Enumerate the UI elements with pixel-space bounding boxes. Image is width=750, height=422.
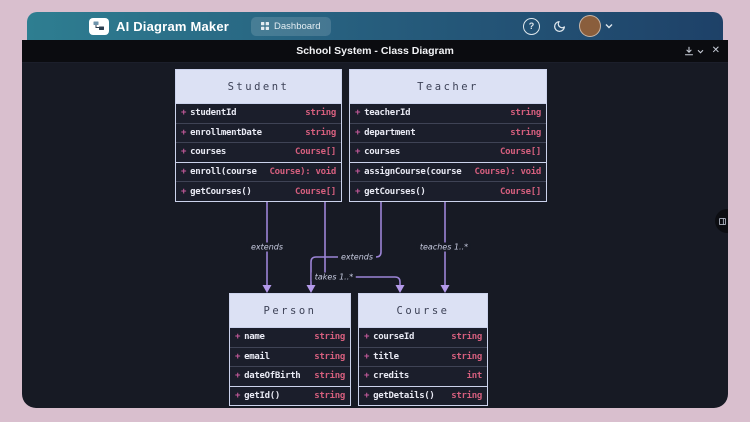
- help-glyph: ?: [528, 21, 535, 31]
- class-title: Teacher: [350, 70, 546, 104]
- class-methods: +getId()string: [230, 385, 350, 406]
- help-icon[interactable]: ?: [523, 17, 540, 35]
- class-member-row: +getCourses()Course[]: [176, 181, 341, 201]
- panel-toggle-handle[interactable]: [715, 209, 728, 233]
- arrowhead-icon: [262, 285, 272, 293]
- diagram-canvas[interactable]: extends extends takes 1..* teaches 1..* …: [22, 62, 728, 408]
- dashboard-label: Dashboard: [274, 20, 321, 32]
- download-button[interactable]: [684, 46, 704, 56]
- diagram-title: School System - Class Diagram: [296, 45, 454, 57]
- app-logo-icon: [89, 17, 109, 35]
- chevron-down-icon: [605, 23, 613, 29]
- download-chevron-icon: [697, 49, 704, 54]
- app-title: AI Diagram Maker: [116, 18, 230, 34]
- user-menu[interactable]: [579, 15, 613, 37]
- class-member-row: +getDetails()string: [364, 391, 482, 402]
- dark-mode-toggle-moon-icon[interactable]: [553, 20, 566, 33]
- edge-label-extends: extends: [337, 252, 377, 262]
- edge-label-extends: extends: [247, 242, 287, 252]
- arrowhead-icon: [440, 285, 450, 293]
- grid-icon: [261, 22, 270, 30]
- arrowhead-icon: [306, 285, 316, 293]
- dashboard-button[interactable]: Dashboard: [251, 16, 331, 36]
- avatar[interactable]: [579, 15, 601, 37]
- class-member-row: +getCourses()Course[]: [350, 181, 546, 201]
- class-title: Course: [359, 294, 487, 328]
- close-button[interactable]: ✕: [712, 46, 720, 56]
- app-header: AI Diagram Maker Dashboard ?: [27, 12, 723, 40]
- edge-label-teaches: teaches 1..*: [416, 242, 472, 252]
- sidebar-icon: [719, 217, 726, 225]
- download-icon: [684, 46, 694, 56]
- class-member-row: +getId()string: [235, 391, 345, 402]
- class-title: Person: [230, 294, 350, 328]
- close-icon: ✕: [711, 45, 720, 56]
- arrowhead-icon: [395, 285, 405, 293]
- class-title: Student: [176, 70, 341, 104]
- edge-label-takes: takes 1..*: [311, 272, 357, 282]
- modal-titlebar: School System - Class Diagram ✕: [22, 40, 728, 63]
- diagram-viewer-modal: School System - Class Diagram ✕: [22, 40, 728, 408]
- class-methods: +getDetails()string: [359, 385, 487, 406]
